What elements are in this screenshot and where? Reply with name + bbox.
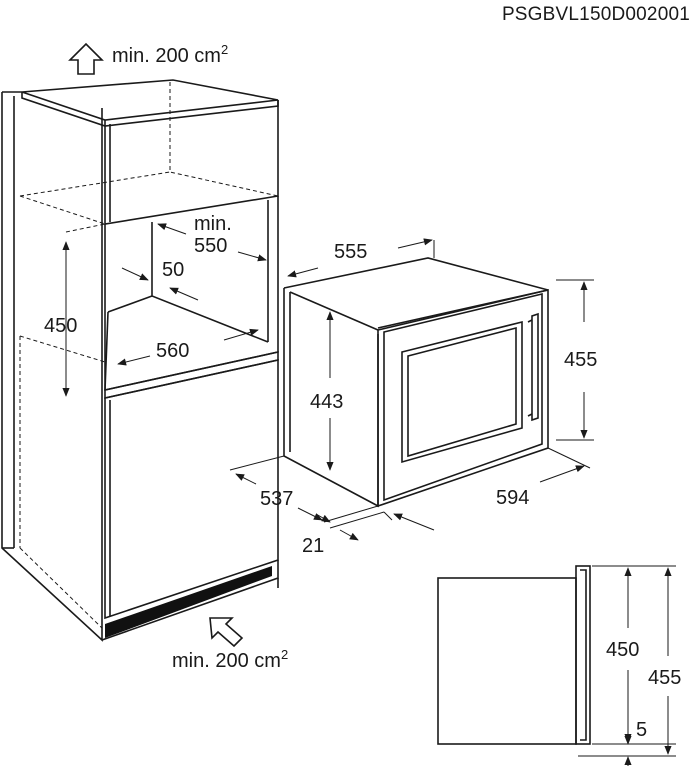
side-view-drawing — [437, 565, 676, 757]
appliance-depth-body: 537 — [260, 488, 293, 510]
bottom-ventilation: min. 200 cm2 — [172, 617, 288, 672]
cabinet-top-panel — [21, 79, 279, 121]
cabinet-height: 450 — [44, 315, 77, 337]
appliance-window — [401, 320, 523, 464]
appliance-height-body: 443 — [310, 391, 343, 413]
cabinet-depth-min: 550 — [194, 235, 227, 257]
appliance-dimensions: 555 455 443 537 21 594 — [229, 238, 597, 557]
cabinet-dimensions: min. 550 50 450 560 — [44, 213, 267, 397]
appliance-width: 594 — [496, 487, 529, 509]
cabinet-shelf — [104, 351, 279, 399]
arrow-diagonal-icon — [209, 617, 244, 648]
cabinet-gap: 50 — [162, 259, 184, 281]
svg-text:min. 200 cm2: min. 200 cm2 — [172, 647, 288, 672]
appliance-body-top — [283, 257, 549, 329]
cabinet-left-panel — [1, 92, 103, 642]
appliance-drawing — [283, 257, 549, 508]
side-view-height-inner: 450 — [606, 639, 639, 661]
cabinet-width: 560 — [156, 340, 189, 362]
side-view-door — [575, 565, 591, 745]
appliance-height-outer: 455 — [564, 349, 597, 371]
appliance-front-thickness: 21 — [302, 535, 324, 557]
svg-text:min. 200 cm2: min. 200 cm2 — [112, 42, 228, 67]
document-code: PSGBVL150D002001 — [502, 4, 690, 25]
appliance-depth: 555 — [334, 241, 367, 263]
side-view-offset: 5 — [636, 719, 647, 741]
cabinet-upper-box — [104, 100, 279, 225]
appliance-handle — [531, 312, 539, 422]
arrow-up-icon — [68, 42, 104, 75]
top-ventilation-sup: 2 — [221, 42, 228, 57]
cabinet-ventilation-slot — [105, 566, 272, 638]
side-view-dimensions: 450 455 5 — [606, 567, 681, 766]
cabinet-min-label: min. — [194, 213, 232, 235]
top-ventilation-label: min. 200 cm — [112, 45, 221, 67]
bottom-ventilation-sup: 2 — [281, 647, 288, 662]
bottom-ventilation-label: min. 200 cm — [172, 650, 281, 672]
cabinet-drawing — [1, 79, 279, 642]
top-ventilation: min. 200 cm2 — [68, 42, 228, 75]
side-view-height-outer: 455 — [648, 667, 681, 689]
side-view-body — [437, 577, 577, 745]
